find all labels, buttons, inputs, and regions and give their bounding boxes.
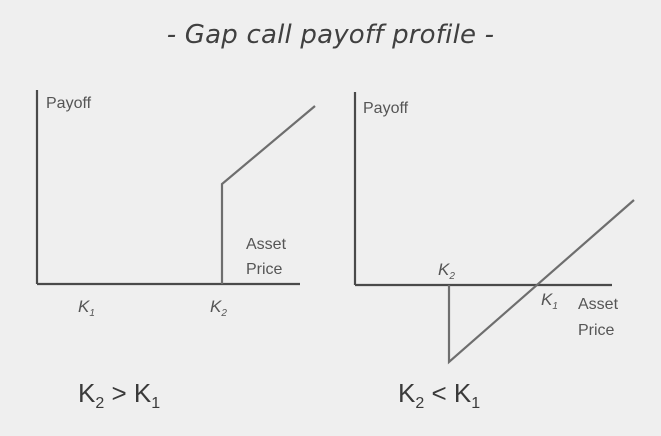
left-k2-label: K2: [210, 297, 227, 319]
left-caption-k-a: K: [78, 378, 96, 408]
left-y-axis-label: Payoff: [46, 95, 92, 112]
left-payoff-line: [220, 105, 316, 284]
right-caption-k-b: K: [454, 378, 472, 408]
right-caption-sub-b: 1: [471, 395, 480, 412]
right-k2-main: K: [438, 260, 450, 279]
right-caption-sub-a: 2: [415, 395, 424, 412]
left-caption-sub-a: 2: [95, 395, 104, 412]
right-k1-label: K1: [541, 290, 558, 312]
left-x-axis-label-line1: Asset: [246, 236, 287, 253]
right-k2-sub: 2: [448, 271, 455, 282]
left-k2-sub: 2: [220, 308, 227, 319]
right-caption: K2 < K1: [398, 378, 480, 412]
left-panel: Payoff Asset Price K1 K2 K2 > K1: [35, 90, 316, 412]
right-payoff-line: [447, 199, 635, 365]
left-caption-op: >: [104, 378, 134, 408]
right-caption-k-a: K: [398, 378, 416, 408]
left-caption-k-b: K: [134, 378, 152, 408]
left-k1-sub: 1: [89, 308, 95, 319]
right-k2-label: K2: [438, 260, 455, 282]
right-caption-op: <: [424, 378, 454, 408]
left-caption-sub-b: 1: [151, 395, 160, 412]
left-x-axis-label-line2: Price: [246, 261, 283, 278]
right-x-axis-label-line1: Asset: [578, 296, 619, 313]
right-k1-main: K: [541, 290, 553, 309]
right-x-axis-label-line2: Price: [578, 322, 615, 339]
left-k2-main: K: [210, 297, 222, 316]
diagram-title: - Gap call payoff profile -: [166, 20, 495, 50]
left-k1-label: K1: [78, 297, 95, 319]
right-y-axis-label: Payoff: [363, 100, 409, 117]
right-panel: Payoff Asset Price K2 K1 K2 < K1: [353, 92, 635, 412]
left-caption: K2 > K1: [78, 378, 160, 412]
left-k1-main: K: [78, 297, 90, 316]
right-k1-sub: 1: [552, 301, 558, 312]
